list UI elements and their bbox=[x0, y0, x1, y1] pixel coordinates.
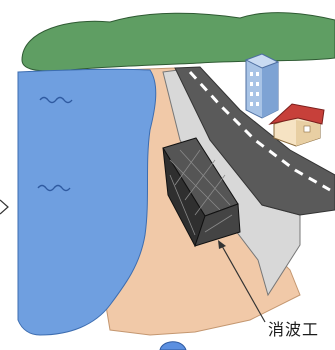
office-building-icon bbox=[244, 53, 280, 119]
sea bbox=[17, 68, 157, 336]
bottom-blue-shape bbox=[159, 341, 187, 350]
house-icon bbox=[268, 103, 325, 147]
mountain-range bbox=[21, 12, 335, 72]
road bbox=[174, 66, 335, 216]
breakwater-label: 消波工 bbox=[268, 320, 320, 339]
wave-squiggle-icon bbox=[37, 96, 73, 192]
breakwater-block bbox=[162, 137, 241, 248]
left-edge-mark bbox=[0, 199, 9, 215]
label-pointer bbox=[218, 240, 266, 323]
